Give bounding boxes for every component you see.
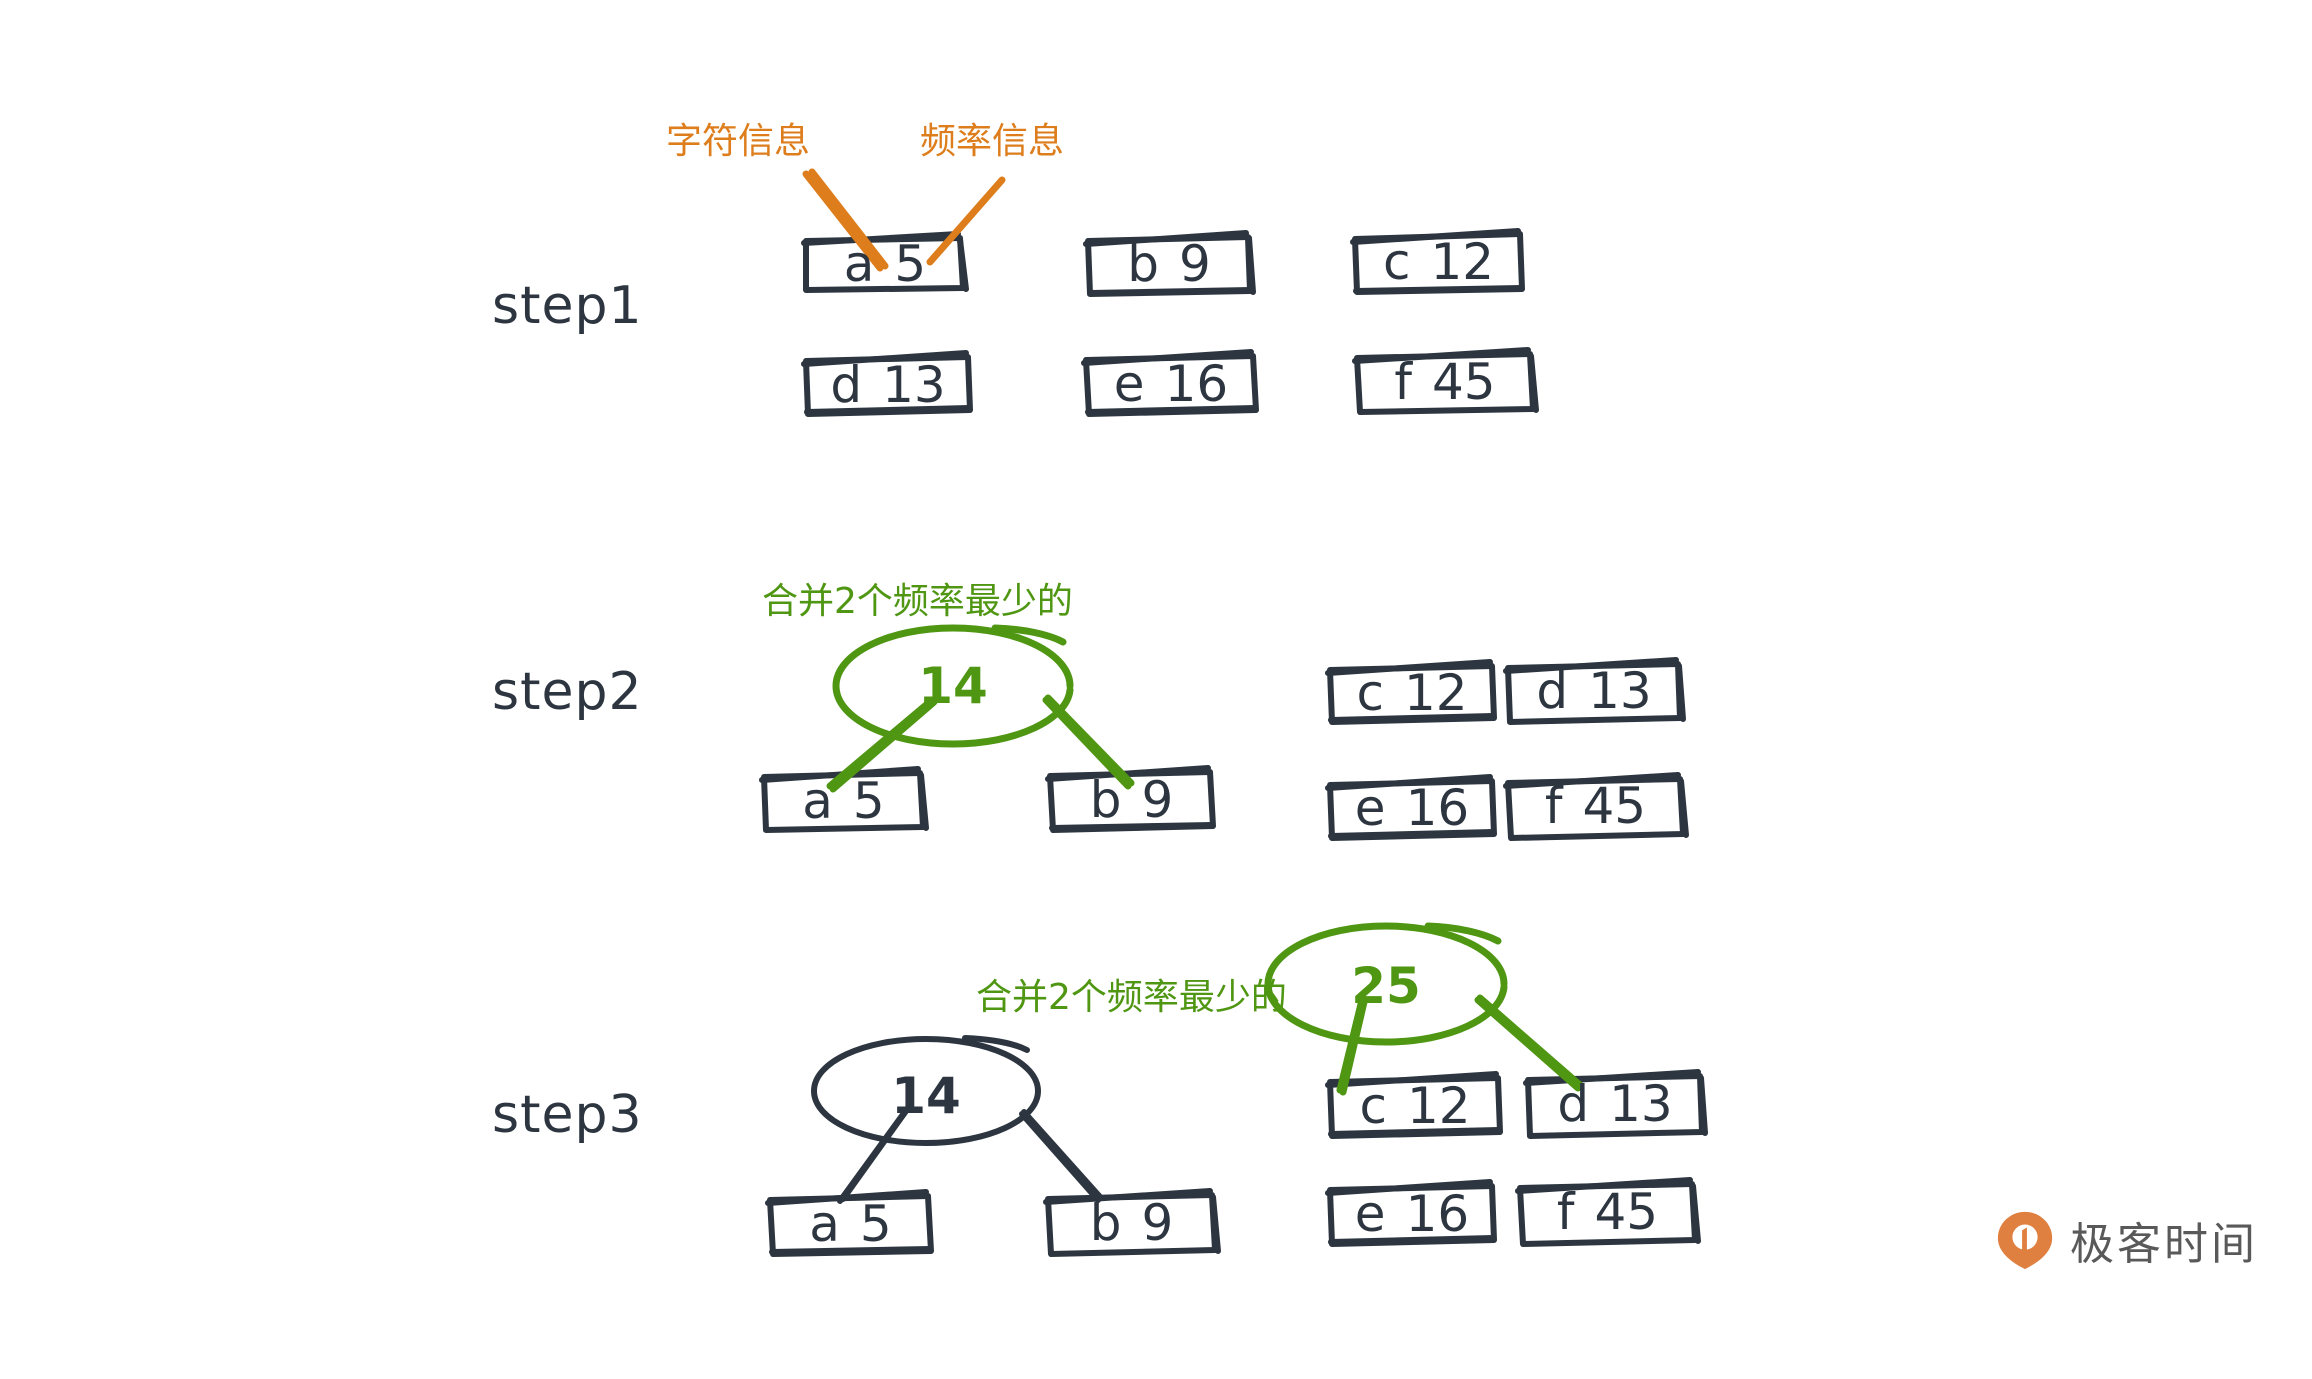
annotation-arrow-freq-info <box>926 176 1006 266</box>
box-outline-f45-step1 <box>1352 347 1539 415</box>
box-outline-a5-step1 <box>801 231 969 293</box>
merged-node-25-step3: 25 <box>1351 957 1421 1015</box>
box-outline-e16-step3 <box>1325 1179 1497 1247</box>
node-freq: 13 <box>1588 662 1652 720</box>
node-char: a <box>809 1195 840 1253</box>
node-char: b <box>1127 235 1159 293</box>
annotation-arrow-char-info <box>802 168 889 272</box>
node-box-e16-step3: e 16 <box>1330 1184 1494 1243</box>
node-freq: 5 <box>894 235 927 293</box>
box-outline-d13-step1 <box>801 350 973 417</box>
node-freq: 45 <box>1431 352 1496 411</box>
node-box-d13-step3: d 13 <box>1528 1074 1702 1133</box>
node-freq: 5 <box>852 771 885 830</box>
annotation-freq-info-label: 频率信息 <box>920 121 1065 162</box>
node-char: f <box>1394 352 1412 411</box>
node-char: a <box>843 235 875 293</box>
connector-14-to-b9-step3 <box>1019 1109 1104 1203</box>
node-char: f <box>1556 1182 1575 1241</box>
node-box-e16-step2: e 16 <box>1330 779 1494 837</box>
box-outline-b9-step2 <box>1045 765 1216 833</box>
node-box-f45-step2: f 45 <box>1508 777 1683 835</box>
node-box-b9-step2: b 9 <box>1050 770 1213 829</box>
watermark: 极客时间 <box>1994 1208 2258 1272</box>
node-freq: 5 <box>859 1195 892 1253</box>
node-char: a <box>802 771 833 830</box>
node-box-c12-step1: c 12 <box>1355 233 1522 291</box>
box-outline-b9-step1 <box>1083 230 1256 297</box>
node-freq: 13 <box>1609 1074 1673 1133</box>
annotation-merge-label-step3: 合并2个频率最少的 <box>976 977 1287 1018</box>
node-box-e16-step1: e 16 <box>1086 354 1256 413</box>
node-freq: 12 <box>1430 233 1495 291</box>
ellipse-outline-14-step3 <box>811 1035 1041 1146</box>
box-outline-f45-step3 <box>1515 1177 1701 1247</box>
node-box-a5-step1: a 5 <box>806 235 964 293</box>
node-char: b <box>1089 770 1122 829</box>
node-char: c <box>1382 233 1411 291</box>
step-label-step3: step3 <box>492 1085 643 1145</box>
node-freq: 9 <box>1141 770 1174 829</box>
box-outline-e16-step1 <box>1081 349 1259 417</box>
node-char: b <box>1089 1194 1122 1252</box>
node-char: d <box>1536 662 1569 720</box>
box-outline-b9-step3 <box>1043 1188 1221 1257</box>
box-outline-f45-step2 <box>1503 772 1689 841</box>
ellipse-outline-25-step3 <box>1264 922 1508 1046</box>
box-outline-a5-step3 <box>765 1189 934 1257</box>
node-char: e <box>1354 779 1386 837</box>
node-box-d13-step2: d 13 <box>1508 662 1680 720</box>
box-outline-d13-step3 <box>1523 1069 1708 1139</box>
node-char: d <box>830 355 863 414</box>
node-char: c <box>1356 664 1384 722</box>
merged-node-14-step3: 14 <box>891 1067 961 1125</box>
node-char: e <box>1113 354 1145 413</box>
node-char: d <box>1557 1074 1590 1133</box>
node-freq: 45 <box>1582 777 1647 835</box>
box-outline-c12-step3 <box>1325 1071 1503 1139</box>
box-outline-e16-step2 <box>1325 774 1497 841</box>
node-freq: 16 <box>1405 1184 1470 1243</box>
node-char: e <box>1354 1184 1386 1243</box>
node-freq: 16 <box>1405 779 1470 837</box>
connector-14-to-a5-step2 <box>826 696 938 793</box>
node-freq: 9 <box>1141 1194 1174 1252</box>
node-box-f45-step1: f 45 <box>1357 352 1533 411</box>
step-label-step2: step2 <box>492 662 643 722</box>
node-freq: 12 <box>1406 1076 1471 1135</box>
node-box-a5-step3: a 5 <box>770 1195 931 1253</box>
node-box-d13-step1: d 13 <box>806 355 970 414</box>
node-freq: 12 <box>1403 664 1468 722</box>
box-outline-d13-step2 <box>1503 657 1686 725</box>
box-outline-c12-step2 <box>1325 659 1497 725</box>
connector-25-to-d13-step3 <box>1474 994 1585 1092</box>
watermark-text: 极客时间 <box>2070 1219 2258 1270</box>
node-box-c12-step2: c 12 <box>1330 664 1494 722</box>
geek-time-pin-logo-icon <box>1994 1209 2056 1271</box>
node-freq: 45 <box>1594 1182 1659 1241</box>
box-outline-c12-step1 <box>1350 228 1525 295</box>
node-freq: 16 <box>1164 354 1229 413</box>
node-box-b9-step3: b 9 <box>1048 1194 1215 1252</box>
annotation-char-info-label: 字符信息 <box>666 121 811 162</box>
annotation-merge-label-step2: 合并2个频率最少的 <box>762 581 1073 622</box>
connector-14-to-b9-step2 <box>1042 694 1135 790</box>
node-freq: 13 <box>882 355 946 414</box>
node-char: f <box>1544 777 1563 835</box>
node-freq: 9 <box>1178 235 1211 293</box>
connector-25-to-c12-step3 <box>1336 996 1368 1096</box>
node-box-f45-step3: f 45 <box>1520 1182 1695 1241</box>
ellipse-outline-14-step2 <box>832 624 1074 748</box>
node-box-c12-step3: c 12 <box>1330 1076 1500 1135</box>
merged-node-14-step2: 14 <box>918 657 988 715</box>
node-box-b9-step1: b 9 <box>1088 235 1250 293</box>
node-box-a5-step2: a 5 <box>764 771 923 830</box>
connector-14-to-a5-step3 <box>837 1108 909 1204</box>
node-char: c <box>1359 1076 1387 1135</box>
step-label-step1: step1 <box>492 276 643 336</box>
